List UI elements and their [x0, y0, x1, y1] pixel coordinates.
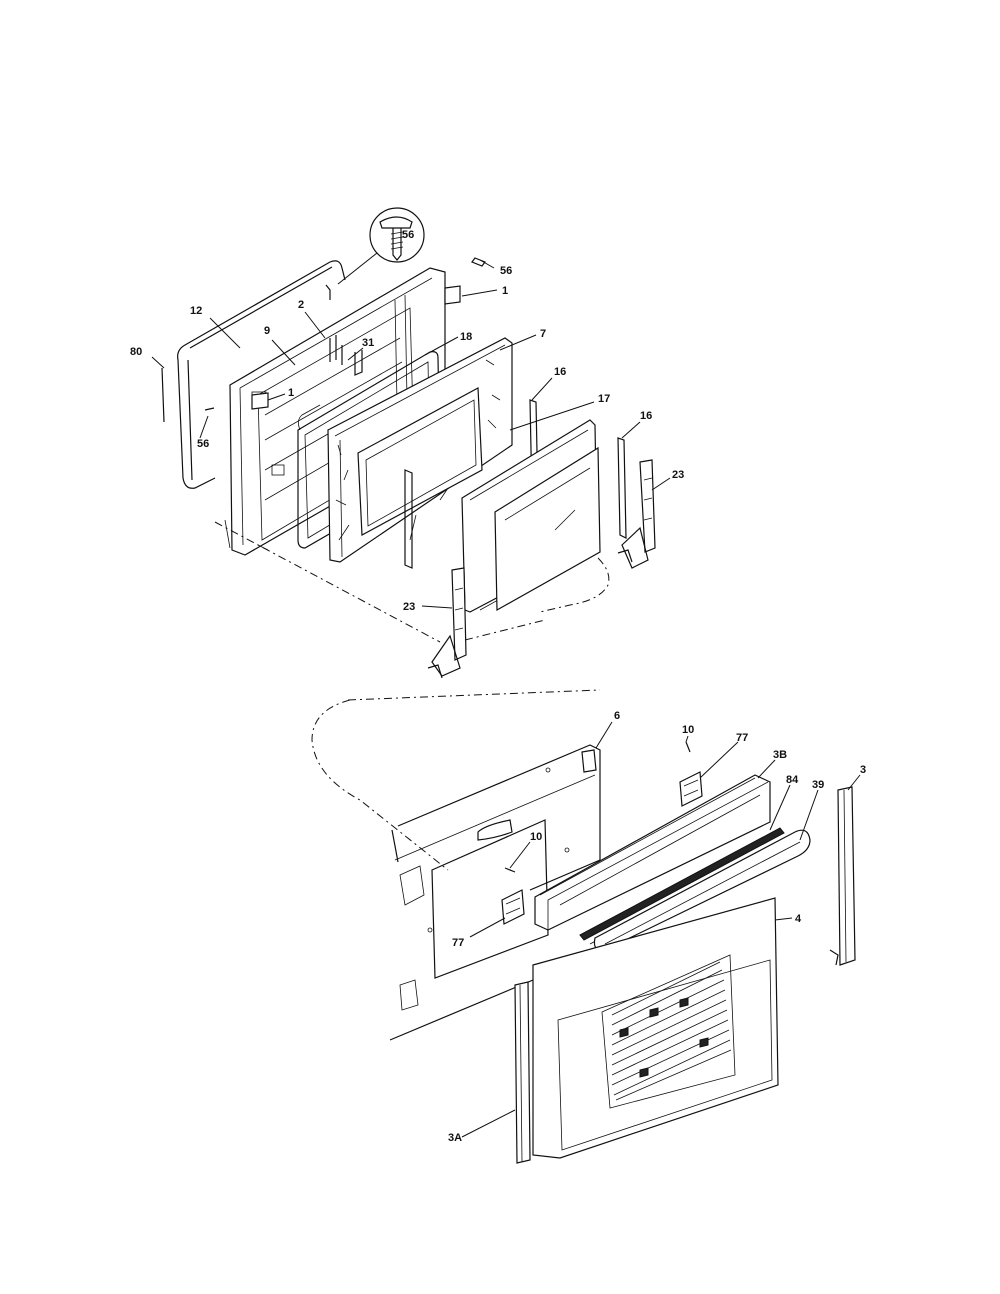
callout-6: 6 — [614, 710, 620, 722]
small-parts-top — [161, 257, 486, 423]
door-gasket — [177, 260, 346, 489]
hinge-right — [617, 459, 656, 569]
hinge-bracket-upper — [679, 741, 703, 807]
callout-84: 84 — [786, 774, 799, 786]
side-trim-right — [829, 786, 856, 966]
callout-3: 3 — [860, 764, 866, 776]
hinge-brackets-top — [325, 284, 363, 376]
callout-4: 4 — [795, 913, 802, 925]
callout-56-detail: 56 — [402, 229, 414, 241]
callout-56-top: 56 — [500, 265, 512, 277]
hinge-bracket-lower — [501, 867, 525, 925]
callout-31: 31 — [362, 337, 374, 349]
callout-18: 18 — [460, 331, 472, 343]
callout-2: 2 — [298, 299, 304, 311]
callout-23-right: 23 — [672, 469, 684, 481]
callout-23-left: 23 — [403, 601, 415, 613]
alignment-lines — [214, 521, 610, 871]
callout-77-bottom: 77 — [452, 937, 464, 949]
callout-77-top: 77 — [736, 732, 748, 744]
callout-3B: 3B — [773, 749, 787, 761]
callout-labels: 56 1 12 9 2 31 18 7 80 1 56 16 17 16 23 … — [130, 265, 866, 1144]
callout-39: 39 — [812, 779, 824, 791]
callout-16-b: 16 — [640, 410, 652, 422]
callout-3A: 3A — [448, 1132, 462, 1144]
callout-9: 9 — [264, 325, 270, 337]
outer-door-back-plate — [389, 744, 601, 1041]
callout-56-left: 56 — [197, 438, 209, 450]
callout-80: 80 — [130, 346, 142, 358]
hinge-left — [427, 567, 467, 679]
callout-17: 17 — [598, 393, 610, 405]
screw-detail-circle: 56 — [337, 207, 425, 285]
callout-12: 12 — [190, 305, 202, 317]
door-insulation — [327, 337, 513, 563]
leader-lines — [151, 259, 861, 1138]
outer-door-skin — [532, 897, 779, 1159]
callout-1-left: 1 — [288, 387, 294, 399]
door-glass-panels — [404, 399, 627, 613]
callout-10-mid: 10 — [530, 831, 542, 843]
callout-10-top: 10 — [682, 724, 694, 736]
callout-7: 7 — [540, 328, 546, 340]
callout-1-top: 1 — [502, 285, 508, 297]
callout-16-a: 16 — [554, 366, 566, 378]
side-trim-left — [514, 981, 531, 1164]
door-top-trim — [534, 774, 771, 931]
